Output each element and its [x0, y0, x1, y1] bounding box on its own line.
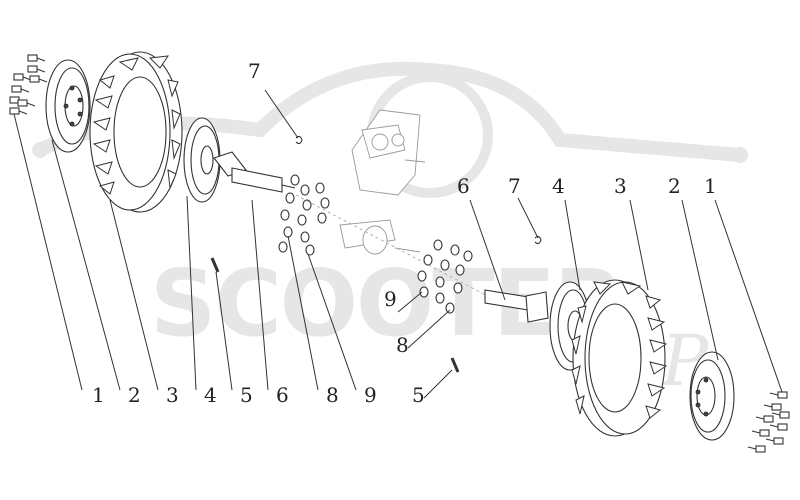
left-tyre: [89, 51, 183, 213]
callout-3-right: 3: [614, 174, 627, 198]
callout-7-right: 7: [508, 174, 521, 198]
left-nuts-washers: [278, 174, 330, 256]
callout-5-left: 5: [240, 383, 253, 407]
leader-lines: [13, 89, 783, 399]
right-pin: [450, 357, 460, 373]
callout-1-right: 1: [704, 174, 717, 198]
callout-2-left: 2: [128, 383, 141, 407]
left-hub-disc: [183, 117, 221, 203]
callout-9-left: 9: [364, 383, 377, 407]
right-rim: [689, 351, 735, 441]
callout-7-left: 7: [248, 59, 261, 83]
callout-8-left: 8: [326, 383, 339, 407]
callout-9-right: 9: [384, 287, 397, 311]
right-bolts: [747, 391, 790, 453]
left-rim: [45, 59, 91, 153]
left-axle-shaft: [213, 151, 296, 193]
callout-6-right: 6: [457, 174, 470, 198]
right-nuts-washers: [417, 239, 473, 314]
right-axle-shaft: [484, 289, 549, 323]
callout-3-left: 3: [166, 383, 179, 407]
right-tyre: [571, 279, 668, 437]
callout-6-left: 6: [276, 383, 289, 407]
callout-8-right: 8: [396, 333, 409, 357]
callout-4-right: 4: [552, 174, 565, 198]
callout-5-right: 5: [412, 383, 425, 407]
callout-4-left: 4: [204, 383, 217, 407]
callout-2-right: 2: [668, 174, 681, 198]
gearbox: [295, 109, 496, 301]
left-bolts: [9, 54, 48, 115]
left-pin: [210, 257, 220, 273]
left-clip: [295, 135, 303, 145]
callouts-right: 6 7 4 3 2 1 9 8 5: [384, 174, 717, 407]
callouts-left: 1 2 3 4 5 6 8 9 7: [92, 59, 377, 407]
callout-1-left: 1: [92, 383, 105, 407]
